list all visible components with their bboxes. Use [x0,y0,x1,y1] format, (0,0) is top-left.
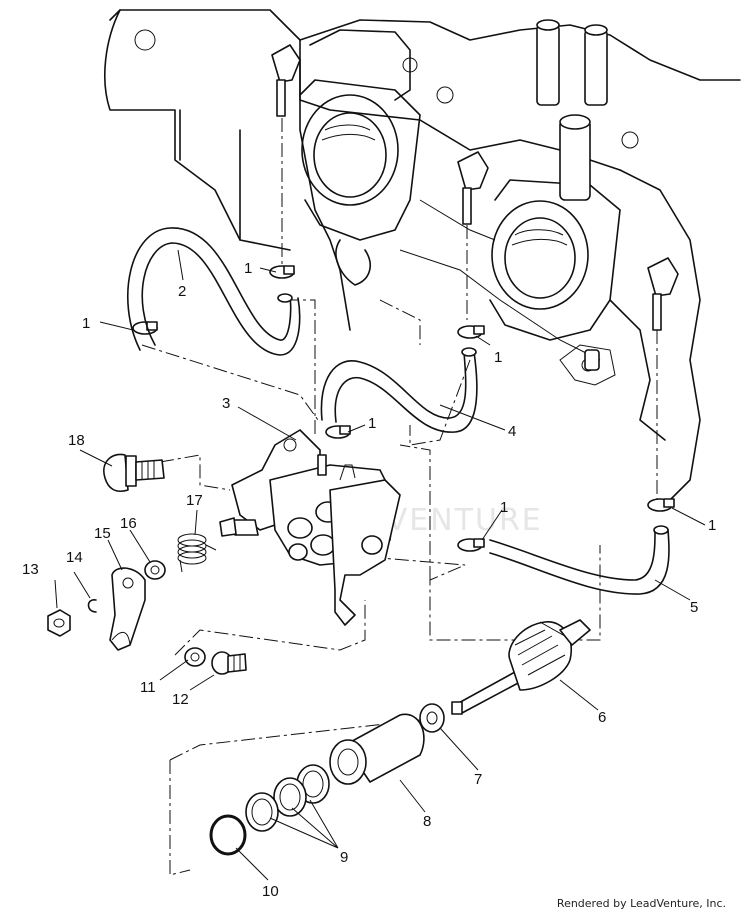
flat-washer [144,560,166,580]
oil-fitting-elbows [271,44,679,371]
callout-3: 3 [222,395,230,412]
callout-1: 1 [708,517,716,534]
pan-head-screw [211,651,247,675]
hose-clamp [457,325,485,339]
callout-11: 11 [140,679,156,696]
callout-labels: 1 1 1 1 1 1 2 3 4 5 6 7 8 9 10 11 12 13 … [22,260,716,900]
callout-1: 1 [368,415,376,432]
hose-clamp [457,538,485,552]
callout-1: 1 [244,260,252,277]
hose-clamp [647,498,675,512]
oil-pump-assembly [219,429,401,626]
callout-18: 18 [68,432,85,449]
callout-9: 9 [340,849,348,866]
render-credit: Rendered by LeadVenture, Inc. [556,897,726,910]
callout-15: 15 [94,525,111,542]
callout-1: 1 [494,349,502,366]
retaining-clip [87,599,97,613]
hose-clamp [269,265,295,279]
hose-clamp-parts [132,265,675,552]
callout-1: 1 [500,499,508,516]
thrust-washer [419,703,445,733]
callout-6: 6 [598,709,606,726]
callout-7: 7 [474,771,482,788]
callout-14: 14 [66,549,83,566]
pump-drive-gear [451,619,591,715]
oil-hose-4 [320,347,478,433]
o-ring-set [245,764,330,832]
return-spring [177,533,217,573]
callout-8: 8 [423,813,431,830]
callout-10: 10 [262,883,279,900]
callout-12: 12 [172,691,189,708]
callout-17: 17 [186,492,203,509]
engine-block [104,9,741,501]
hex-nut [47,609,71,637]
throttle-lever [109,567,146,651]
hose-clamp [325,425,351,439]
callout-13: 13 [22,561,39,578]
gear-bushing [329,713,425,785]
lock-washer [184,647,206,667]
oil-hose-5 [489,525,670,595]
oil-hose-2 [127,227,301,356]
callout-4: 4 [508,423,516,440]
callout-1: 1 [82,315,90,332]
hose-clamp [132,321,158,335]
assembly-centerlines [141,118,658,876]
callout-leaders [54,249,706,881]
snap-ring [209,814,247,856]
callout-2: 2 [178,283,186,300]
banjo-bolt [103,453,165,493]
callout-16: 16 [120,515,137,532]
callout-5: 5 [690,599,698,616]
